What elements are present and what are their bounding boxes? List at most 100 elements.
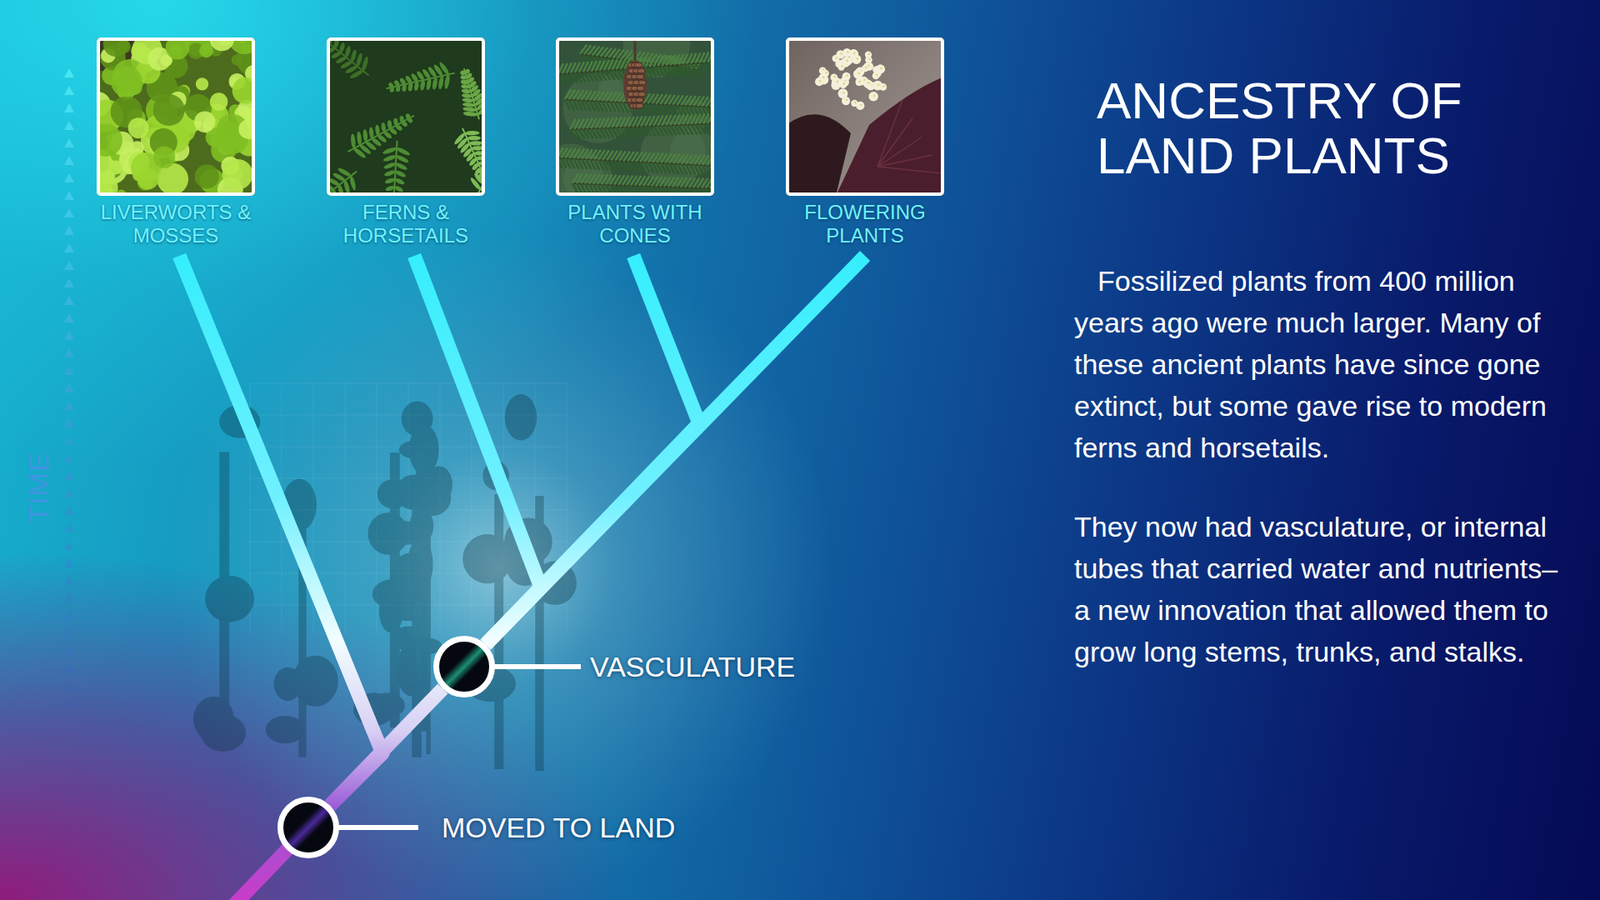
- time-arrow-column: [64, 68, 75, 708]
- purple-leaf: [835, 76, 945, 196]
- fern-leaflet: [381, 145, 397, 155]
- photo-ground: [326, 37, 485, 196]
- fern-leaflet: [385, 185, 395, 193]
- time-triangle: [64, 68, 75, 78]
- leaf-vein: [877, 100, 903, 167]
- axis-label: TIME: [23, 451, 54, 523]
- cone-scale: [637, 68, 645, 74]
- cone-scale: [636, 74, 645, 80]
- tree-foliage: [193, 696, 235, 743]
- tree-foliage: [395, 475, 434, 510]
- fern-leaflet: [465, 130, 480, 136]
- floret-stamen: [882, 85, 885, 87]
- floret-stamen: [877, 83, 880, 85]
- cone-scale: [638, 80, 646, 85]
- moss-clump: [231, 54, 243, 65]
- fern-leaflet: [401, 84, 408, 93]
- floret-stamen: [873, 95, 875, 97]
- floret-stamen: [836, 80, 839, 83]
- fern-leaflet: [399, 115, 405, 123]
- time-triangle: [64, 103, 75, 113]
- conifer-photo: [555, 37, 715, 196]
- time-triangle: [64, 295, 75, 305]
- taxon-label: LIVERWORTS & MOSSES: [88, 200, 264, 248]
- floret: [835, 50, 845, 59]
- floret-stamen: [845, 99, 848, 101]
- dark-leaf: [785, 114, 851, 196]
- fern-leaflet: [413, 80, 420, 91]
- fern-leaflet: [394, 177, 406, 186]
- fern-leaflet: [395, 161, 409, 171]
- fern-leaflet: [393, 117, 399, 125]
- floret-stamen: [834, 75, 836, 78]
- fern-leaflet: [425, 78, 433, 91]
- fern-leaflet: [368, 126, 375, 139]
- taxon-label: FERNS & HORSETAILS: [318, 200, 494, 248]
- fern-leaflet: [360, 55, 370, 71]
- floret: [815, 77, 824, 86]
- floret: [863, 79, 872, 88]
- time-triangle: [64, 85, 75, 95]
- fern-leaflet: [395, 154, 410, 165]
- floret: [855, 79, 863, 86]
- milestone-circle: [433, 635, 495, 698]
- floret-stamen: [867, 81, 870, 84]
- floret-stamen: [843, 82, 845, 85]
- time-triangle: [64, 628, 75, 638]
- fern-leaflet: [464, 68, 471, 75]
- leader-line: [335, 825, 419, 830]
- photo-frame: [785, 37, 945, 196]
- floret: [872, 72, 880, 80]
- fern-rachis: [462, 128, 485, 184]
- milestone-node: VASCULATURE: [433, 635, 495, 698]
- floret-stamen: [819, 80, 821, 82]
- photo-frame: [326, 37, 485, 196]
- fern-leaflet: [382, 154, 397, 163]
- floret: [875, 64, 885, 74]
- floret-stamen: [880, 67, 882, 70]
- time-triangle: [64, 400, 75, 410]
- moss-photo: [96, 37, 255, 196]
- photo-frame: [96, 37, 255, 196]
- fern-rachis: [326, 171, 357, 196]
- time-triangle: [64, 190, 75, 200]
- fern-leaflet: [355, 52, 365, 67]
- time-triangle: [64, 348, 75, 358]
- fern-leaflet: [384, 176, 396, 185]
- moss-clump: [195, 77, 209, 90]
- light-glow: [166, 233, 834, 900]
- moss-clump: [199, 43, 214, 58]
- time-triangle: [64, 523, 75, 533]
- diagram-title: ANCESTRY OF LAND PLANTS: [1096, 73, 1564, 184]
- fern-leaflet: [461, 97, 474, 104]
- fern-leaflet: [407, 82, 414, 92]
- floret-stamen: [859, 80, 861, 83]
- time-triangle: [64, 488, 75, 498]
- cone-scale: [635, 103, 644, 109]
- taxon-node: PLANTS WITH CONES: [539, 37, 731, 256]
- milestone-label: MOVED TO LAND: [441, 810, 675, 845]
- floret-stamen: [858, 72, 860, 75]
- floret-stamen: [825, 71, 827, 74]
- fern-leaflet: [393, 185, 404, 194]
- fern-leaflet: [350, 49, 358, 63]
- fern-leaflet: [420, 80, 426, 91]
- fern-leaflet: [349, 175, 358, 190]
- floret-stamen: [840, 52, 842, 55]
- tree-foliage: [205, 575, 255, 623]
- body-paragraph: Fossilized plants from 400 million years…: [1074, 260, 1566, 469]
- fern-leaflet: [466, 135, 481, 141]
- milestone-ring: [280, 800, 337, 856]
- fern-leaflet: [350, 133, 356, 149]
- text-panel: Fossilized plants from 400 million years…: [1074, 260, 1566, 673]
- fern-leaflet: [460, 84, 470, 90]
- time-triangle: [64, 698, 75, 708]
- photo-blur: [640, 120, 706, 186]
- fern-rachis: [347, 115, 414, 153]
- tree-foliage: [265, 715, 305, 744]
- time-triangle: [64, 505, 75, 515]
- fern-leaflet: [460, 70, 466, 76]
- taxon-node: FERNS & HORSETAILS: [310, 37, 502, 256]
- tree-foliage: [407, 637, 443, 655]
